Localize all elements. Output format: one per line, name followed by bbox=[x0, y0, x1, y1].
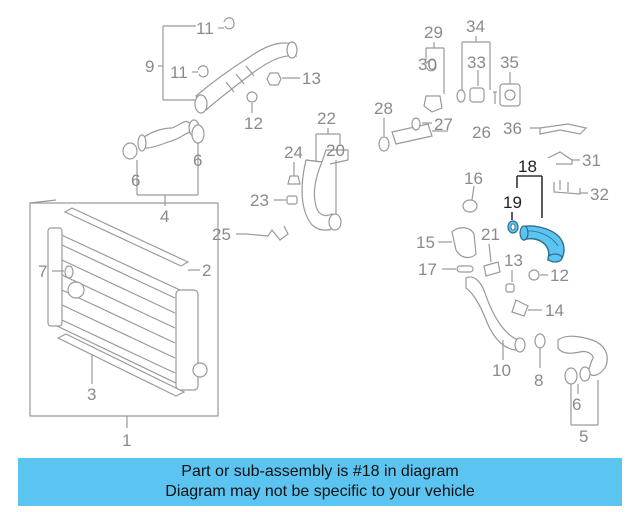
label-5: 5 bbox=[579, 427, 588, 446]
label-13a: 13 bbox=[302, 69, 321, 88]
info-banner: Part or sub-assembly is #18 in diagram D… bbox=[18, 458, 622, 506]
label-17: 17 bbox=[418, 260, 437, 279]
label-24: 24 bbox=[284, 143, 303, 162]
label-16: 16 bbox=[464, 169, 483, 188]
label-9: 9 bbox=[145, 57, 154, 76]
label-6c: 6 bbox=[572, 395, 581, 414]
label-22: 22 bbox=[317, 109, 336, 128]
label-21: 21 bbox=[481, 225, 500, 244]
label-14: 14 bbox=[545, 301, 564, 320]
label-26: 26 bbox=[472, 123, 491, 142]
intake-pipes-upper-left bbox=[122, 17, 298, 160]
label-11b: 11 bbox=[170, 63, 188, 82]
label-28: 28 bbox=[374, 99, 393, 118]
label-6a: 6 bbox=[131, 171, 140, 190]
label-8: 8 bbox=[534, 371, 543, 390]
label-12b: 12 bbox=[550, 266, 569, 285]
clamp-19 bbox=[507, 220, 519, 234]
label-36: 36 bbox=[503, 119, 522, 138]
center-pipe-group bbox=[245, 149, 349, 241]
label-10: 10 bbox=[492, 361, 511, 380]
label-3: 3 bbox=[87, 385, 96, 404]
label-34: 34 bbox=[466, 17, 485, 36]
label-4: 4 bbox=[160, 207, 169, 226]
label-15: 15 bbox=[416, 233, 435, 252]
label-35: 35 bbox=[500, 53, 519, 72]
label-20: 20 bbox=[326, 141, 345, 160]
label-23: 23 bbox=[250, 191, 269, 210]
banner-line-2: Diagram may not be specific to your vehi… bbox=[165, 483, 475, 500]
label-27: 27 bbox=[434, 115, 453, 134]
label-30: 30 bbox=[418, 55, 437, 74]
banner-line-1: Part or sub-assembly is #18 in diagram bbox=[181, 463, 459, 480]
label-25: 25 bbox=[212, 225, 231, 244]
label-13b: 13 bbox=[504, 251, 523, 270]
label-29: 29 bbox=[424, 23, 443, 42]
label-18: 18 bbox=[518, 157, 537, 176]
upper-right-components bbox=[378, 59, 588, 195]
highlighted-hose-18 bbox=[519, 225, 565, 263]
label-19: 19 bbox=[503, 193, 522, 212]
right-middle-components bbox=[451, 199, 608, 385]
intercooler-assembly bbox=[29, 199, 219, 417]
label-31: 31 bbox=[582, 151, 601, 170]
label-33: 33 bbox=[467, 53, 486, 72]
parts-diagram: 1 2 3 4 5 6 6 6 7 8 9 10 11 11 12 12 13 … bbox=[29, 17, 609, 450]
label-12a: 12 bbox=[244, 114, 263, 133]
label-11a: 11 bbox=[196, 19, 214, 38]
leader-lines bbox=[52, 25, 599, 428]
label-2: 2 bbox=[202, 261, 211, 280]
label-7: 7 bbox=[38, 262, 47, 281]
part-labels: 1 2 3 4 5 6 6 6 7 8 9 10 11 11 12 12 13 … bbox=[38, 17, 609, 450]
label-32: 32 bbox=[590, 185, 609, 204]
label-1: 1 bbox=[122, 431, 131, 450]
label-6b: 6 bbox=[193, 151, 202, 170]
